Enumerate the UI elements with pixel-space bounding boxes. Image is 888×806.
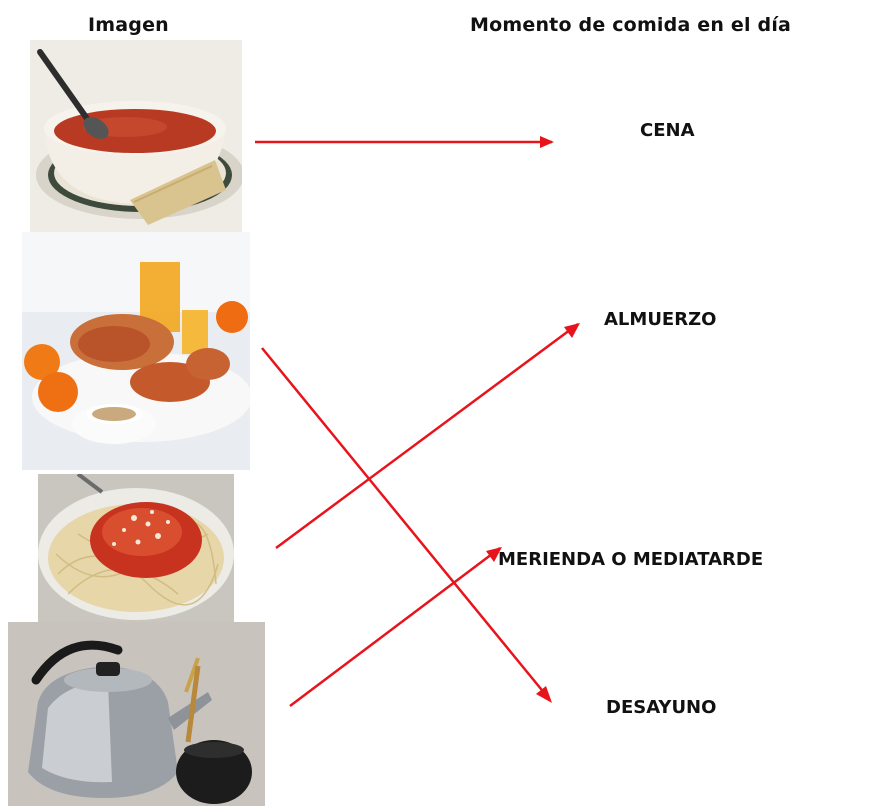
meal-label-merienda: MERIENDA O MEDIATARDE (498, 549, 764, 570)
breakfast-image (22, 232, 250, 470)
kettle-mate-image (8, 622, 265, 806)
arrowhead-almuerzo (564, 323, 580, 338)
soup-image (30, 40, 242, 232)
arrow-kettle-to-merienda (289, 547, 501, 707)
header-meal-time: Momento de comida en el día (470, 14, 792, 36)
arrow-spaghetti-to-almuerzo (275, 322, 579, 550)
header-image: Imagen (88, 14, 169, 36)
arrowhead-desayuno (536, 686, 552, 703)
spaghetti-image (38, 474, 234, 622)
meal-label-almuerzo: ALMUERZO (604, 309, 717, 330)
meal-label-cena: CENA (640, 120, 695, 141)
arrowhead-merienda (486, 547, 502, 562)
arrow-breakfast-to-desayuno (261, 347, 551, 701)
meal-label-desayuno: DESAYUNO (606, 697, 717, 718)
arrowhead-cena (540, 136, 554, 148)
